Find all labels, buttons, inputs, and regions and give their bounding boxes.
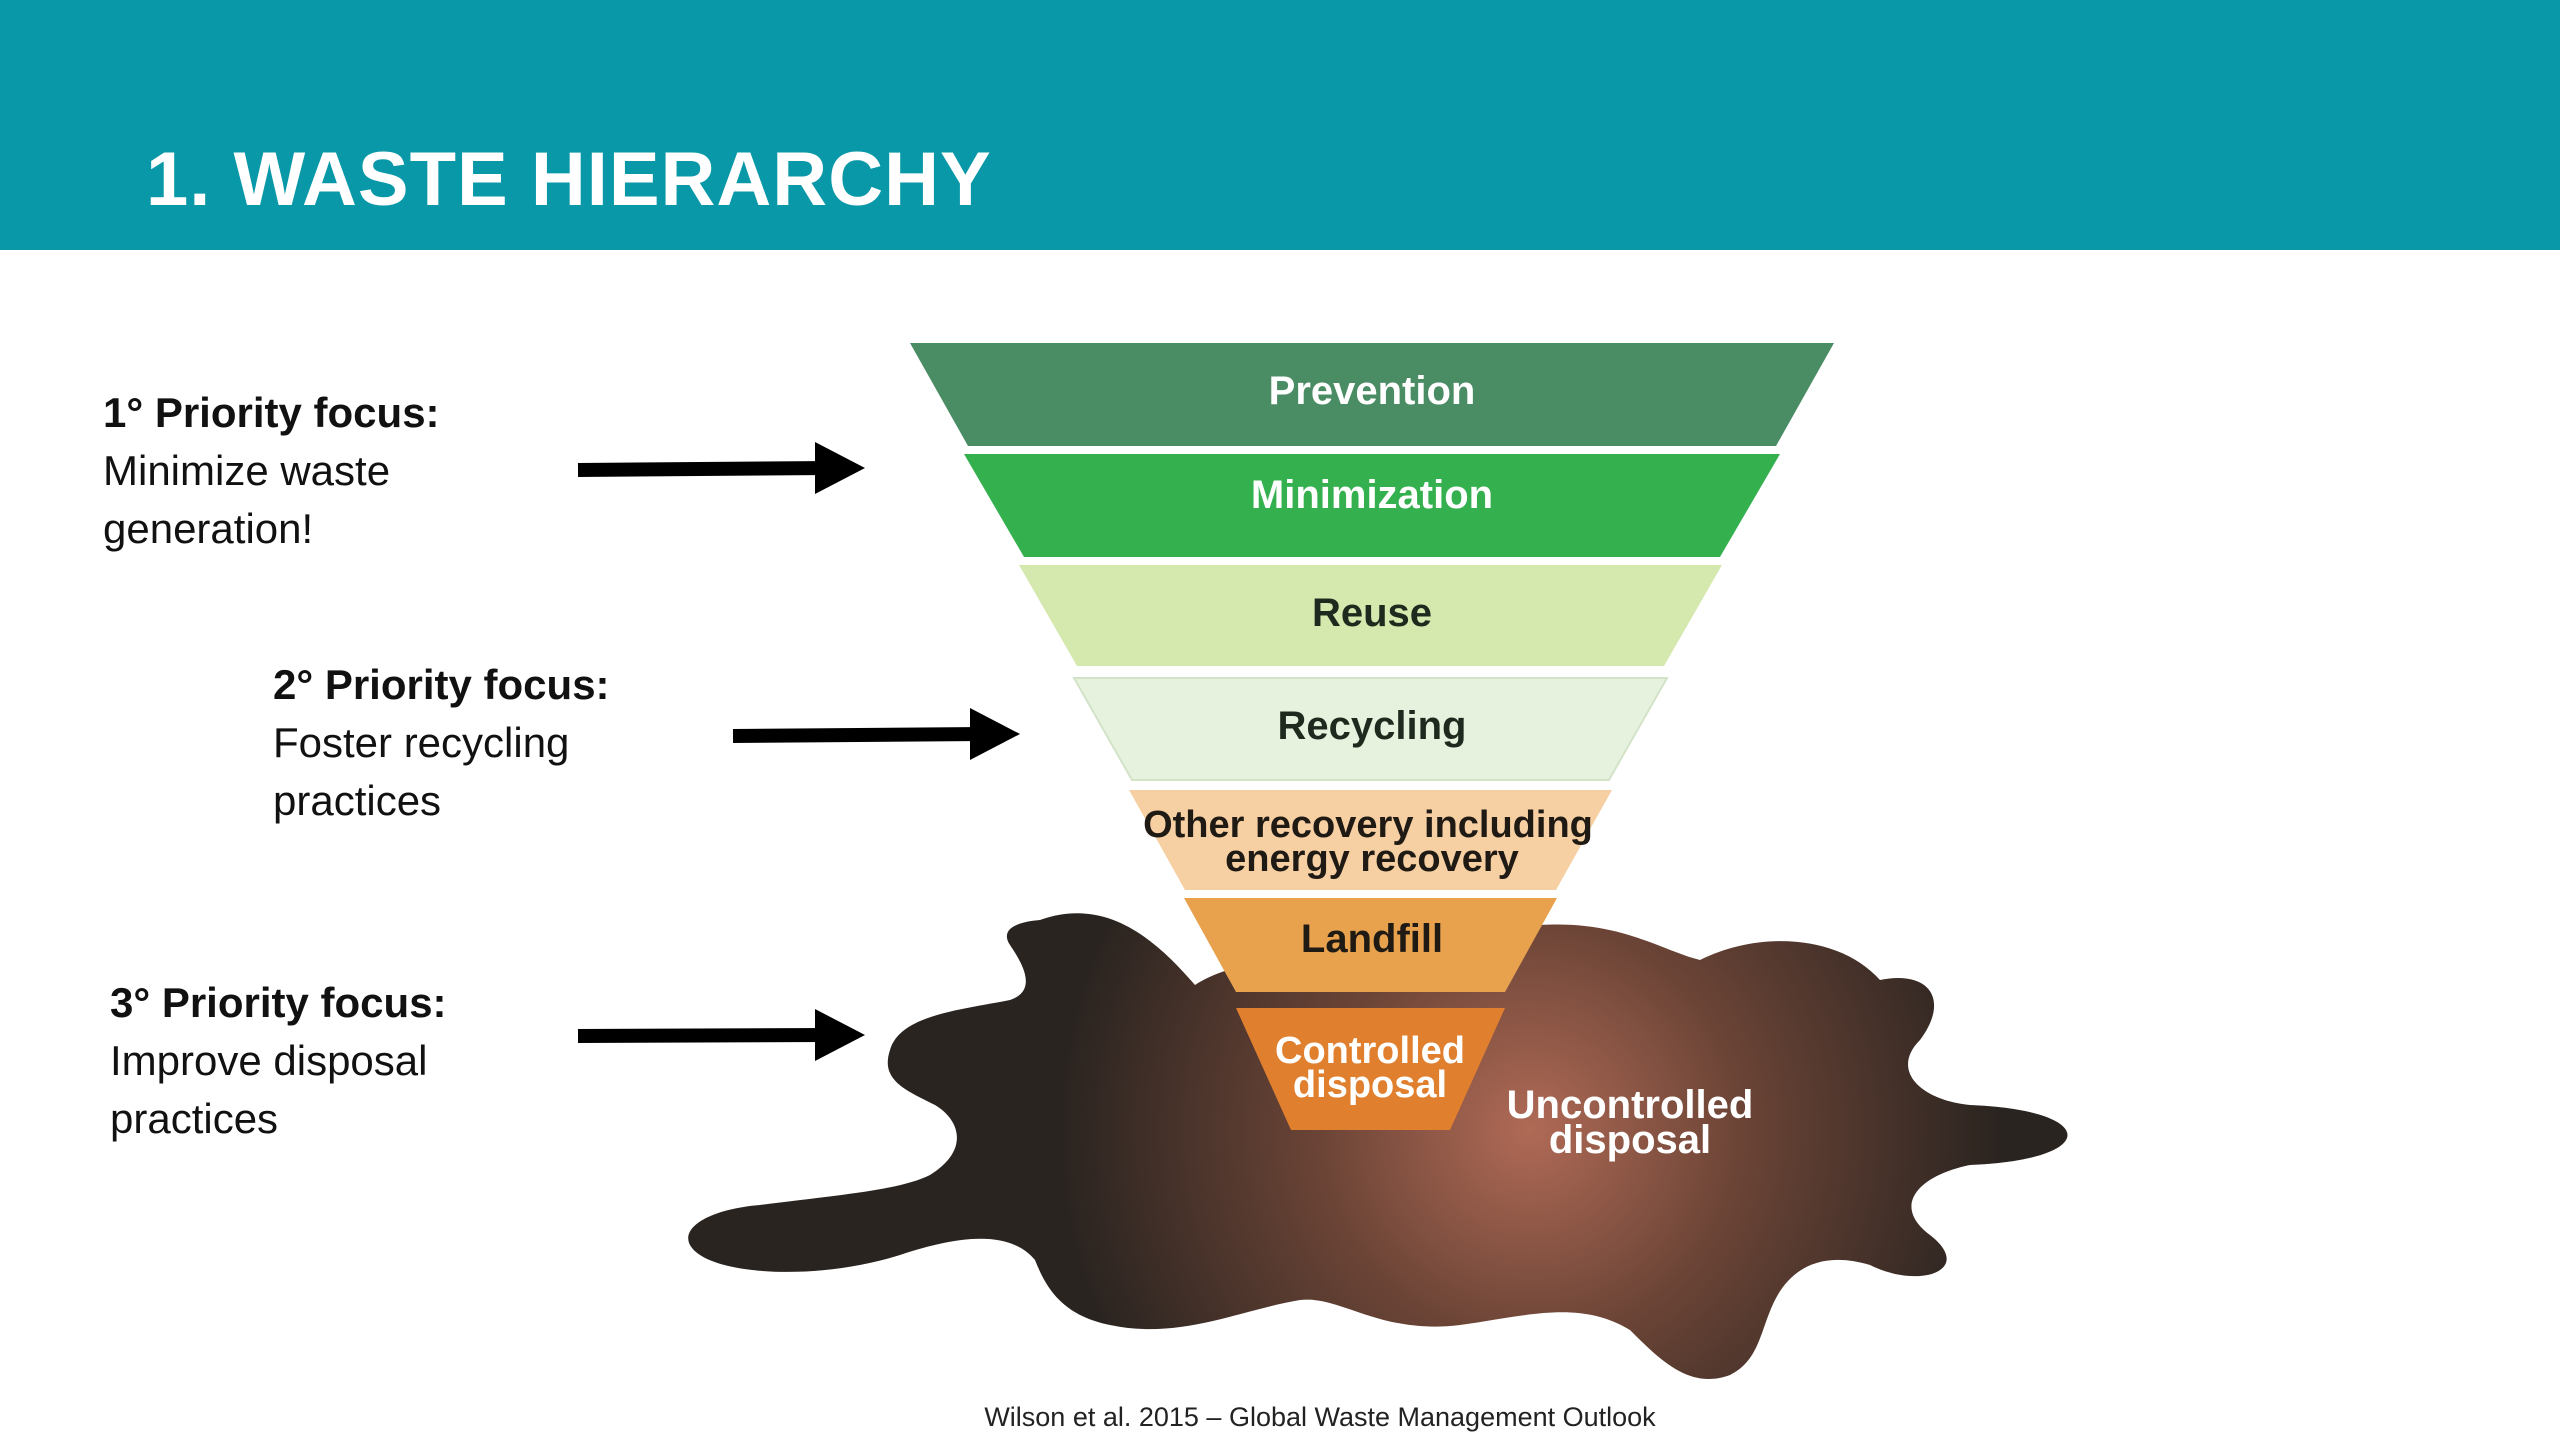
priority-focus-1-line-2: generation! [103, 505, 314, 552]
arrow-priority-1 [577, 442, 865, 494]
label-prevention: Prevention [1269, 369, 1476, 413]
priority-focus-3: 3° Priority focus: Improve disposal prac… [110, 974, 447, 1148]
level-prevention [910, 343, 1834, 446]
priority-focus-3-heading: 3° Priority focus: [110, 979, 447, 1026]
label-landfill: Landfill [1301, 917, 1443, 961]
level-controlled-disposal [1236, 1008, 1505, 1130]
arrow-priority-2 [732, 708, 1020, 760]
label-other-recovery-line-1: Other recovery including [1143, 804, 1593, 846]
level-landfill [1184, 898, 1557, 992]
arrow-priority-3 [577, 1009, 865, 1061]
uncontrolled-disposal-blob [688, 913, 2068, 1379]
label-uncontrolled-disposal-line-1: Uncontrolled [1507, 1083, 1754, 1127]
level-other-recovery [1129, 790, 1612, 890]
label-controlled-disposal-line-1: Controlled [1275, 1030, 1465, 1072]
priority-focus-1-line-1: Minimize waste [103, 447, 391, 494]
header-band [0, 0, 2560, 250]
label-reuse: Reuse [1312, 591, 1432, 635]
source-citation: Wilson et al. 2015 – Global Waste Manage… [984, 1402, 1656, 1432]
level-reuse [1019, 565, 1722, 666]
priority-focus-3-line-1: Improve disposal [110, 1037, 428, 1084]
priority-focus-1-heading: 1° Priority focus: [103, 389, 440, 436]
priority-focus-2-line-1: Foster recycling [273, 719, 570, 766]
label-controlled-disposal-line-2: disposal [1293, 1064, 1447, 1106]
label-minimization: Minimization [1251, 473, 1493, 517]
slide-title: 1. WASTE HIERARCHY [146, 137, 992, 222]
level-minimization [964, 454, 1780, 557]
priority-focus-1: 1° Priority focus: Minimize waste genera… [103, 384, 440, 558]
priority-focus-2-heading: 2° Priority focus: [273, 661, 610, 708]
priority-focus-3-line-2: practices [110, 1095, 279, 1142]
priority-focus-2-line-2: practices [273, 777, 442, 824]
level-recycling [1072, 677, 1669, 781]
label-other-recovery-line-2: energy recovery [1225, 838, 1519, 880]
priority-focus-2: 2° Priority focus: Foster recycling prac… [273, 656, 610, 830]
label-uncontrolled-disposal-line-2: disposal [1549, 1118, 1711, 1162]
label-recycling: Recycling [1278, 704, 1467, 748]
